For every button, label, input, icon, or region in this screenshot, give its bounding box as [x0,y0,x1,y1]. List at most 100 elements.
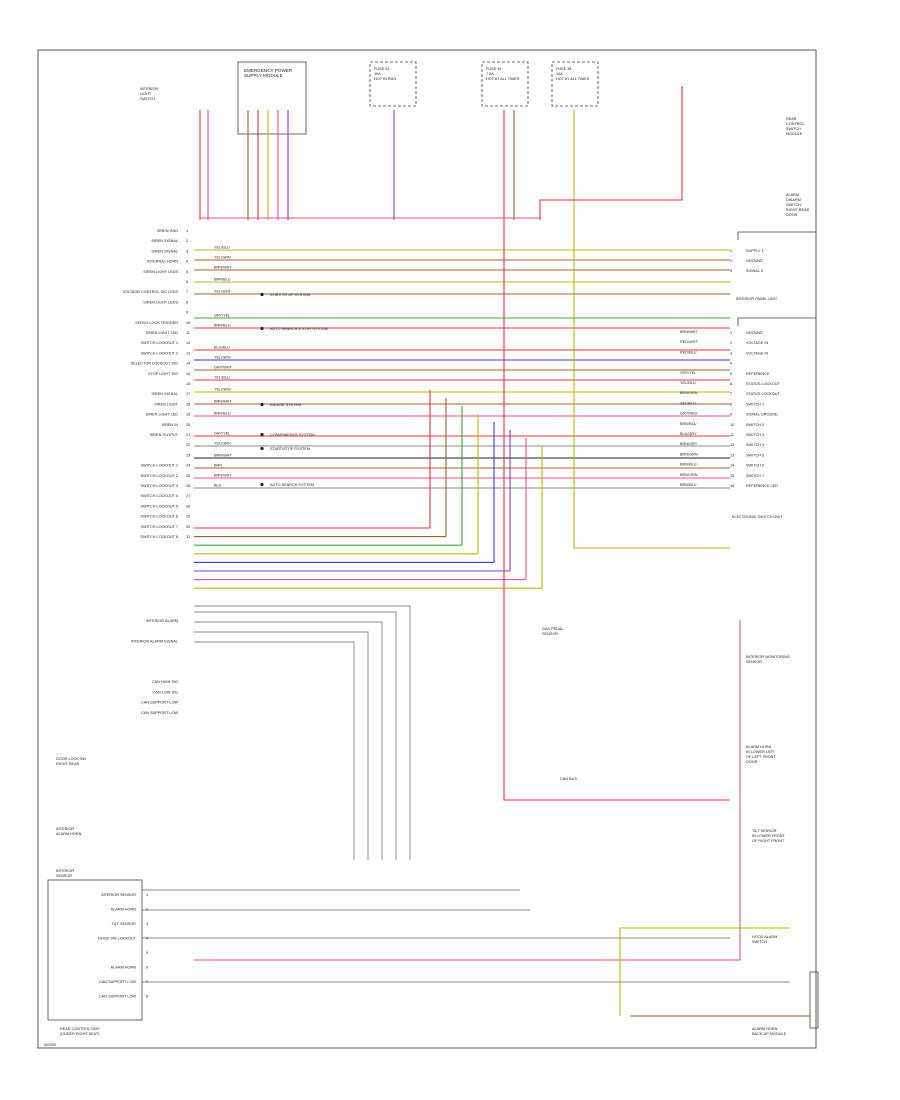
left-pin-number: 23 [186,453,190,457]
wire-bottom-pink [194,620,741,961]
wire-long-yellow [573,220,730,549]
splice-dot [260,482,264,487]
rc2-pin-label: REFERENCE LED [746,484,778,488]
right-connector-1-label: INTERIOR PANEL UNIT [736,297,778,301]
rc2-pin-number: 10 [730,423,734,427]
left-pin-label: SELECTOR LOCKOUT SIG [131,362,178,366]
left-pin-label: SIREN GND [157,229,178,233]
rc2-wire-label: BRN/BLU [680,483,697,487]
rc2-pin-number: 9 [730,413,732,417]
rc2-pin-number: 6 [730,382,732,386]
bottom-pin-number: 1 [146,893,148,897]
right-connector-1: INTERIOR PANEL UNIT [736,231,816,301]
splice-dot [260,402,264,407]
left-pin-label: STOP LIGHT SIG [148,372,178,376]
wire-gray-bundle [194,611,397,860]
module-note: AUTO SEARCH & STAY SYSTEM [270,327,328,331]
left-pin-label: SWITCH LOCKOUT 2 [141,474,178,478]
rc2-wire-label: GRY/RED [680,412,697,416]
rc2-pin-label: VOLTAGE IN [746,351,768,355]
rc2-wire-label: BRN/WHT [680,330,698,334]
rc2-wire-label: BRN/BLU [680,463,697,467]
left-pin-number: 27 [186,494,190,498]
left-pin-label-lower: CAN LOW SIG [153,690,178,694]
left-pin-label: SIREN OUTPUT [150,433,179,437]
wire-gray-bundle [194,621,383,860]
left-pin-number: 5 [186,270,188,274]
bottom-pin-number: 6 [146,966,148,970]
left-pin-label: SWITCH LOCKOUT 7 [141,525,178,529]
bottom-pin-number: 4 [146,937,148,941]
left-pin-label: SWITCH LOCKOUT 1 [141,464,178,468]
footer-code: W0000 [44,1043,56,1047]
fuse-box-c [551,61,599,107]
rc2-pin-number: 8 [730,402,732,406]
module-note: START/STOP SYSTEM [270,293,310,297]
wire-top-right [539,86,683,220]
wire-label: YEL/GRN [214,442,231,446]
right-connector-2-label: ELECTRONIC SWITCH UNIT [732,515,783,519]
bottom-pin-number: 2 [146,908,148,912]
left-pin-label: SIREN SIGNAL [151,239,178,243]
splice-dot [260,432,264,437]
left-pin-number: 6 [186,280,188,284]
rc2-pin-label: SWITCH 2 [746,423,764,427]
left-pin-number: 4 [186,260,188,264]
left-pin-label: INTERNAL HORN [147,260,178,264]
left-pin-label: SIREN SIGNAL [151,249,178,253]
diagram-frame [37,49,817,1049]
left-pin-label: SERVO LOCK TRIGGER [135,321,178,325]
right-connector-1-bracket [737,231,816,240]
rc1-pin-label: SIGNAL 3 [746,269,763,273]
rc2-pin-label: STATUS LOCKOUT [746,382,781,386]
left-pin-label: SWITCH LOCKOUT 8 [141,535,178,539]
left-pin-number: 7 [186,290,188,294]
wire-label: YEL/GRN [214,388,231,392]
rc2-wire-label: BRN/GRN [680,391,698,395]
rc2-pin-number: 7 [730,392,732,396]
left-pin-number: 3 [186,249,188,253]
left-pin-number: 15 [186,372,190,376]
rc2-pin-number: 13 [730,453,734,457]
bottom-box-label: REAR CONTROL UNIT(UNDER RIGHT SEAT) [60,1027,101,1036]
left-pin-number: 24 [186,464,190,468]
rc2-pin-label: SWITCH 3 [746,433,764,437]
emergency-module-box [237,61,307,135]
left-pin-number: 11 [186,331,190,335]
left-pin-number: 1 [186,229,188,233]
left-pin-label-lower: INTERIOR ALARM SIGNAL [131,639,178,643]
wire-long-red [503,220,730,801]
bottom-pin-number: 8 [146,995,148,999]
wire-label: BRN/WHT [214,474,232,478]
left-pin-label: VOLTAGE CONTROL SIG LEDS [123,290,179,294]
left-pin-label-lower: CAN SUPPORT LOW [141,711,178,715]
splice-dot [260,446,264,451]
left-pin-number: 21 [186,433,190,437]
left-pin-label: SIREN LIGHT [154,402,179,406]
bottom-pin-label: CAN SUPPORT LOW [99,995,136,999]
wire-label: BRN/BLU [214,278,231,282]
left-pin-label: SWITCH LOCKOUT 4 [141,494,178,498]
rc2-pin-label: SWITCH 5 [746,453,764,457]
wire-hood [619,927,790,1016]
left-pin-number: 9 [186,311,188,315]
rc2-wire-label: RED/BLU [680,350,697,354]
wire-label: YEL/GRN [214,256,231,260]
left-pin-number: 8 [186,300,188,304]
right-connector-2: ELECTRONIC SWITCH UNIT [732,317,816,519]
left-pin-number: 20 [186,423,190,427]
rc2-pin-label: SIGNAL GROUND [746,413,778,417]
wire-label: YEL/BLU [214,246,230,250]
left-pin-number: 2 [186,239,188,243]
